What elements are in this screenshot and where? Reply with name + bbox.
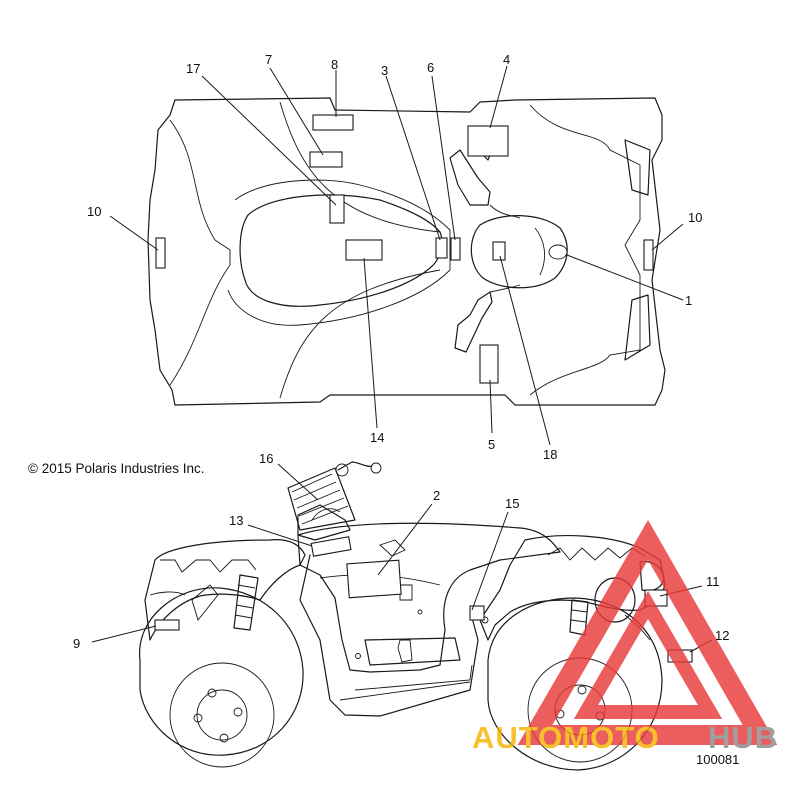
callout-18: 16 <box>259 451 273 466</box>
watermark-text-hub: HUB <box>708 720 778 755</box>
callout-1: 1 <box>685 293 692 308</box>
callout-12: 12 <box>715 628 729 643</box>
decal-2 <box>346 559 402 599</box>
callout-13: 14 <box>370 430 384 445</box>
decal-10-rear <box>155 237 166 269</box>
decal-7 <box>309 151 343 168</box>
callout-11: 11 <box>706 574 720 589</box>
decal-15 <box>329 194 345 224</box>
callout-16: 15 <box>505 496 519 511</box>
callout-17: 18 <box>543 447 557 462</box>
decal-14 <box>310 536 352 557</box>
callout-15: 17 <box>186 61 200 76</box>
callout-7: 7 <box>265 52 272 67</box>
decal-13 <box>345 239 383 261</box>
copyright-notice: © 2015 Polaris Industries Inc. <box>28 461 205 476</box>
callout-2: 2 <box>433 488 440 503</box>
decal-5 <box>479 344 499 384</box>
side-view-leaders <box>91 463 713 653</box>
decal-10-front <box>643 239 654 271</box>
decal-4 <box>467 125 509 157</box>
callout-14: 13 <box>229 513 243 528</box>
callout-3: 3 <box>381 63 388 78</box>
decal-8 <box>312 114 354 131</box>
watermark-triangle <box>517 519 778 745</box>
gauge-pod <box>287 461 382 531</box>
callout-labels: 17 7 8 3 6 4 10 10 1 14 5 18 16 2 15 13 … <box>73 52 729 651</box>
callout-9: 9 <box>73 636 80 651</box>
decal-3 <box>435 237 448 259</box>
callout-6: 6 <box>427 60 434 75</box>
top-view-leaders <box>109 65 684 446</box>
callout-10-rear: 10 <box>87 204 101 219</box>
callout-5: 5 <box>488 437 495 452</box>
callout-4: 4 <box>503 52 510 67</box>
callout-10-front: 10 <box>688 210 702 225</box>
decal-9 <box>154 619 180 631</box>
diagram-number: 100081 <box>696 752 739 767</box>
decal-6 <box>450 237 461 261</box>
decal-17 <box>492 241 506 261</box>
decal-16 <box>469 605 485 621</box>
watermark-logo: AUTOMOTO HUB <box>472 519 778 755</box>
callout-8: 8 <box>331 57 338 72</box>
top-view-decals <box>155 114 654 384</box>
watermark-text-automoto: AUTOMOTO <box>472 720 660 755</box>
top-view-vehicle <box>147 97 666 406</box>
